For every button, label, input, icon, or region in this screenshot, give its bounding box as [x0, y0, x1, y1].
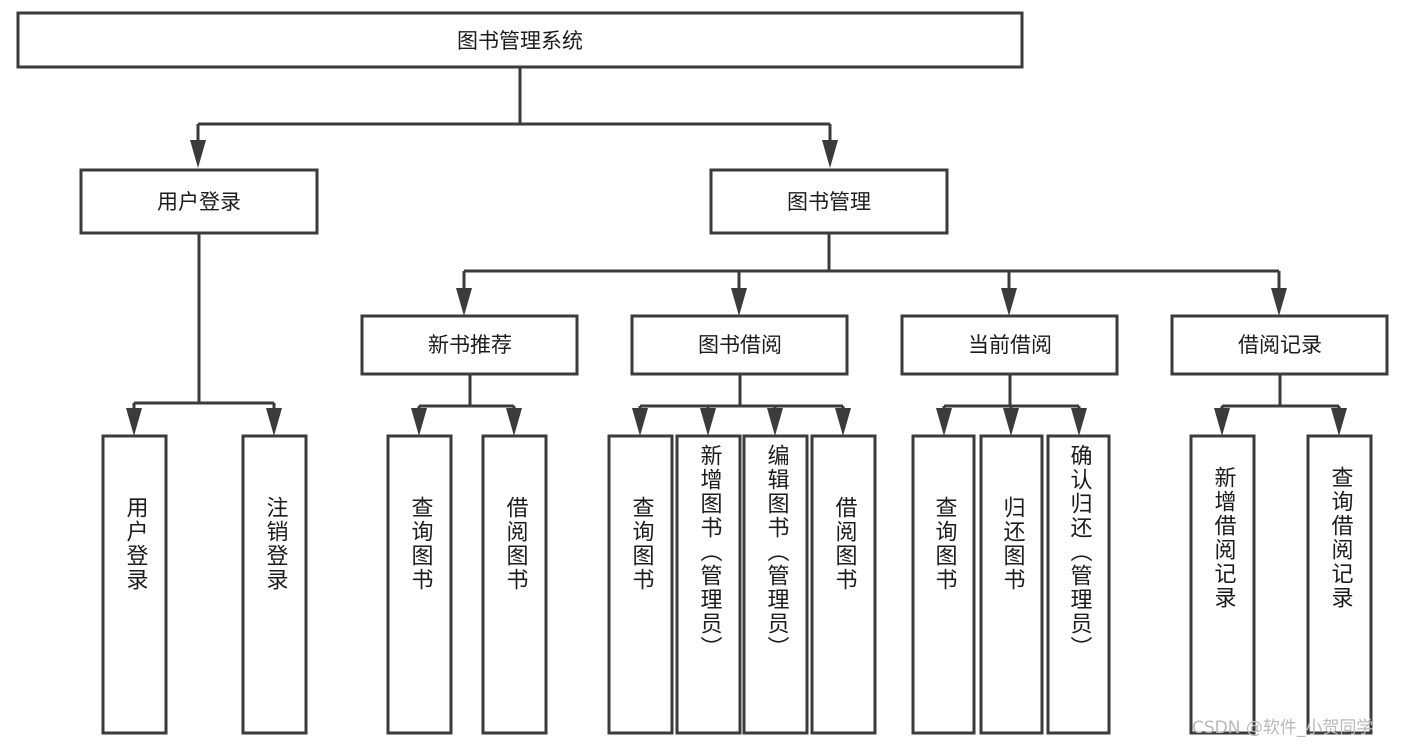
arrow-head-leaf-currentborrow-1 [936, 408, 952, 436]
leaf-box-current-borrow-1[interactable] [911, 434, 976, 735]
node-book-management[interactable]: 图书管理 [709, 168, 949, 235]
arrow-head-leaf-user-login-1 [126, 408, 142, 436]
leaf-box-current-borrow-3[interactable] [1046, 434, 1111, 735]
node-new-book-recommend-label: 新书推荐 [428, 333, 512, 357]
arrow-head-borrow-record [1271, 288, 1287, 316]
arrow-head-userlogin [190, 140, 206, 168]
node-book-borrow-label: 图书借阅 [698, 333, 782, 357]
node-user-login[interactable]: 用户登录 [79, 168, 319, 235]
node-borrow-record-label: 借阅记录 [1238, 333, 1322, 357]
arrow-head-leaf-newbook-1 [411, 408, 427, 436]
node-borrow-record-box [1170, 314, 1389, 376]
arrow-head-leaf-bookborrow-3 [767, 408, 783, 436]
node-book-management-label: 图书管理 [787, 190, 871, 214]
leaf-box-borrow-record-1[interactable] [1189, 434, 1256, 735]
arrow-head-bookmgmt [822, 140, 838, 168]
leaf-box-book-borrow-3[interactable] [742, 434, 809, 735]
arrow-head-leaf-currentborrow-2 [1003, 408, 1019, 436]
node-new-book-recommend-box [360, 314, 579, 376]
node-book-borrow[interactable]: 图书借阅 [630, 314, 849, 376]
leaf-box-book-borrow-4[interactable] [810, 434, 877, 735]
node-current-borrow-box [900, 314, 1119, 376]
node-new-book-recommend[interactable]: 新书推荐 [360, 314, 579, 376]
arrow-head-leaf-bookborrow-1 [632, 408, 648, 436]
arrow-head-book-borrow [731, 288, 747, 316]
arrow-head-leaf-borrowrecord-1 [1214, 408, 1230, 436]
arrow-head-new-book-recommend [456, 288, 472, 316]
leaf-box-book-borrow-2[interactable] [675, 434, 742, 735]
node-book-management-box [709, 168, 949, 235]
csdn-watermark: CSDN @软件_小贺同学 [1192, 718, 1374, 738]
leaf-box-user-login-2[interactable] [241, 434, 308, 735]
node-root-system-box [16, 11, 1024, 69]
node-root-system-label: 图书管理系统 [457, 29, 583, 53]
leaf-box-user-login-1[interactable] [101, 434, 168, 735]
node-current-borrow-label: 当前借阅 [968, 333, 1052, 357]
arrow-head-leaf-bookborrow-4 [835, 408, 851, 436]
arrow-head-leaf-newbook-2 [506, 408, 522, 436]
leaf-box-new-book-1[interactable] [386, 434, 453, 735]
node-root-system[interactable]: 图书管理系统 [16, 11, 1024, 69]
arrow-head-current-borrow [1001, 288, 1017, 316]
node-user-login-label: 用户登录 [157, 190, 241, 214]
arrow-head-leaf-currentborrow-3 [1071, 408, 1087, 436]
leaf-box-new-book-2[interactable] [481, 434, 548, 735]
node-current-borrow[interactable]: 当前借阅 [900, 314, 1119, 376]
node-book-borrow-box [630, 314, 849, 376]
leaf-box-current-borrow-2[interactable] [979, 434, 1044, 735]
node-borrow-record[interactable]: 借阅记录 [1170, 314, 1389, 376]
arrow-head-leaf-bookborrow-2 [700, 408, 716, 436]
leaf-box-book-borrow-1[interactable] [607, 434, 674, 735]
leaf-box-borrow-record-2[interactable] [1306, 434, 1373, 735]
arrow-head-leaf-user-login-2 [266, 408, 282, 436]
arrow-head-leaf-borrowrecord-2 [1331, 408, 1347, 436]
